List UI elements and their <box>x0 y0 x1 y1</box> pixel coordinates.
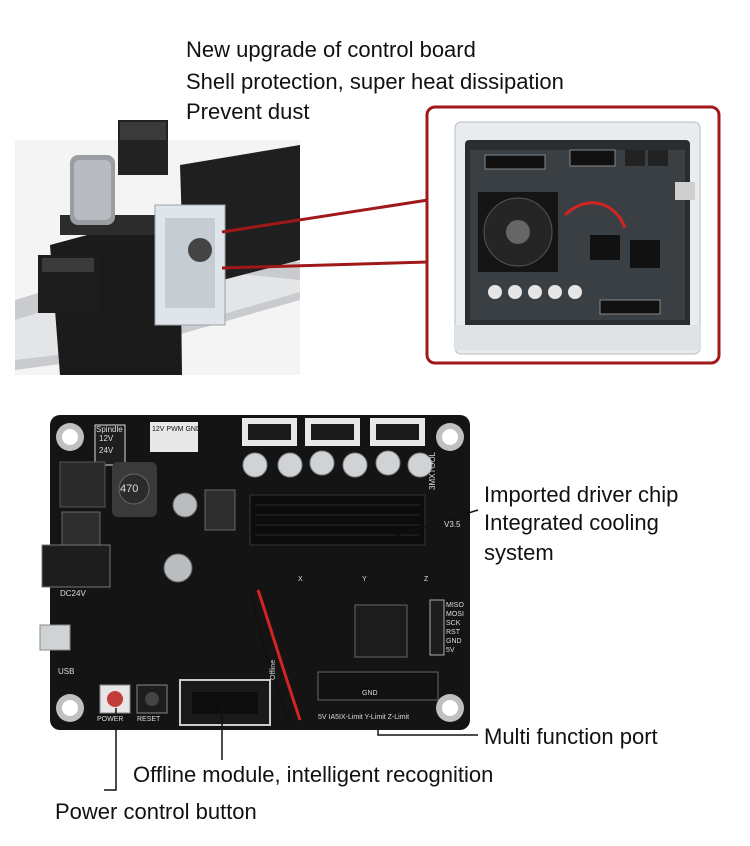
board-label-12v: 12V <box>99 434 114 443</box>
board-label-axis-y: Y <box>362 576 367 583</box>
zoom-line-upper <box>221 198 429 234</box>
board-label-spindle: Spindle <box>96 425 123 434</box>
board-label-brand: 3MXTOOL <box>428 451 437 490</box>
enclosure-zoom-inset <box>425 105 721 365</box>
board-label-rst: RST <box>446 629 460 636</box>
callout-multi-function-port: Multi function port <box>484 724 658 749</box>
board-label-gnd: GND <box>362 690 378 697</box>
control-board <box>39 415 470 730</box>
callout-offline-module: Offline module, intelligent recognition <box>133 762 494 787</box>
board-label-sck: SCK <box>446 620 461 627</box>
board-label-gnd-spi: GND <box>446 638 462 645</box>
board-label-reset: RESET <box>137 716 161 723</box>
zoom-line-lower <box>221 260 429 270</box>
board-label-usb: USB <box>58 667 75 676</box>
callout-cooling-line-2: system <box>484 540 554 565</box>
callout-driver-chip: Imported driver chip <box>484 482 679 507</box>
board-label-pwm: 12V PWM GND <box>152 426 202 433</box>
board-label-mosi: MOSI <box>446 611 464 618</box>
callout-power-control-button: Power control button <box>55 799 257 824</box>
board-label-offline: Offline <box>270 659 277 680</box>
board-label-axis-x: X <box>298 576 303 583</box>
board-label-inductor: 470 <box>120 483 139 495</box>
board-label-5v: 5V <box>446 647 455 654</box>
board-label-power: POWER <box>97 716 124 723</box>
board-label-miso: MISO <box>446 602 464 609</box>
board-label-limits: 5V IA5IX-Limit Y-Limit Z-Limit <box>318 714 410 721</box>
power-button-callout-line <box>104 708 117 791</box>
cnc-machine-photo <box>15 120 300 375</box>
board-label-24v: 24V <box>99 446 114 455</box>
multi-port-callout-line <box>377 712 478 736</box>
board-label-axis-z: Z <box>424 576 429 583</box>
board-label-version: V3.5 <box>444 520 461 529</box>
headline-line-1: New upgrade of control board <box>186 37 476 62</box>
driver-chip-callout-line <box>394 509 479 537</box>
board-label-dc24v: DC24V <box>60 589 86 598</box>
headline-line-3: Prevent dust <box>186 99 310 124</box>
callout-cooling-line-1: Integrated cooling <box>484 510 659 535</box>
headline-line-2: Shell protection, super heat dissipation <box>186 69 564 94</box>
